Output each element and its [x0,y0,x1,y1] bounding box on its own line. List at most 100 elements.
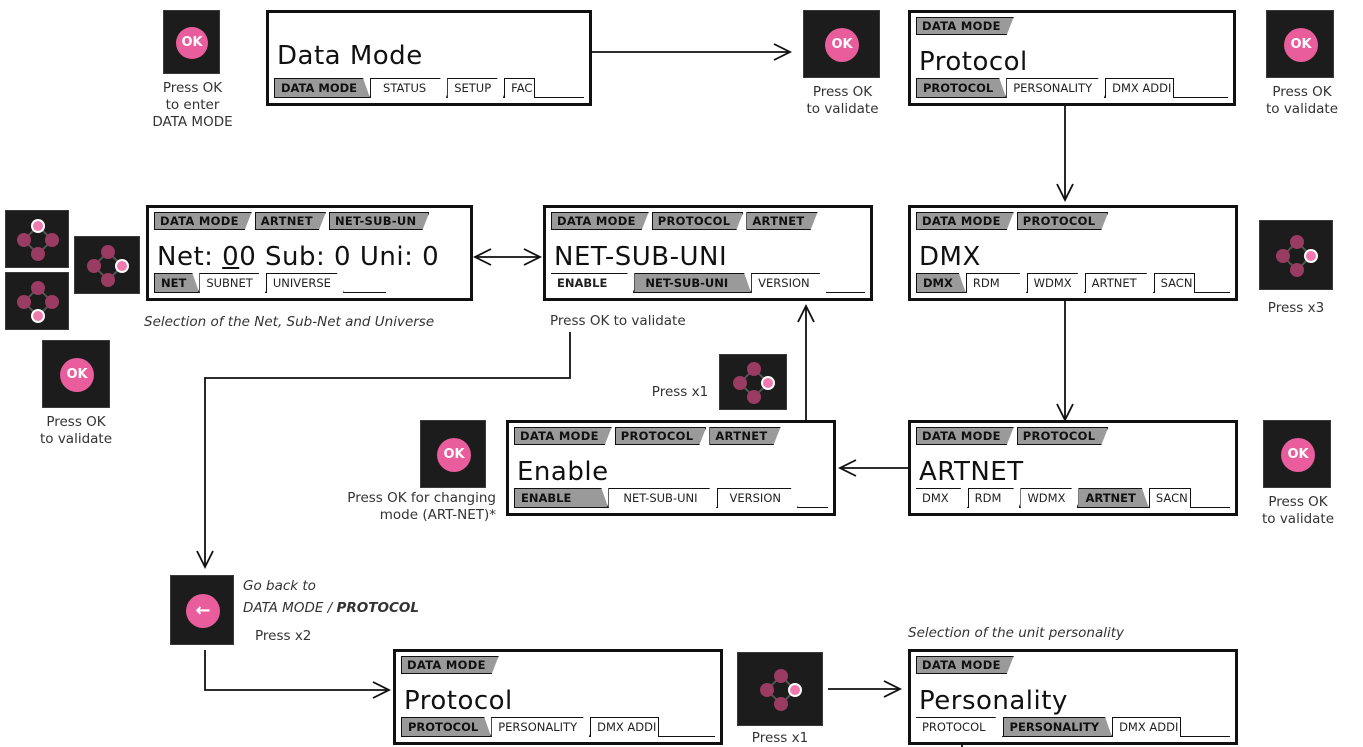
net-label: Net: [157,242,223,272]
tab-setup: SETUP [447,78,504,98]
screen-title: Personality [919,686,1068,716]
dpad-right-button-x3[interactable] [1259,220,1333,290]
breadcrumb: DATA MODE [401,656,499,674]
tab-rdm: RDM [966,273,1027,293]
crumb-protocol: PROTOCOL [615,427,707,445]
screen-title: Protocol [919,47,1028,77]
breadcrumb: DATA MODE [916,656,1014,674]
dpad-icon [756,665,806,715]
tab-status: STATUS [370,78,447,98]
tab-sacn: SACN [1148,488,1191,508]
label-changing-mode: Press OK for changing mode (ART-NET)* [347,490,496,523]
tab-fac: FAC [504,78,536,98]
crumb-data-mode: DATA MODE [916,17,1014,35]
crumb-data-mode: DATA MODE [551,212,649,230]
tab-artnet: ARTNET [1078,488,1148,508]
tab-universe: UNIVERSE [266,273,344,293]
crumb-data-mode: DATA MODE [401,656,499,674]
screen-title: Enable [517,457,609,487]
dpad-up-button[interactable] [5,210,69,268]
menu-tabs: ENABLE NET-SUB-UNI VERSION [551,273,865,293]
tab-protocol: PROTOCOL [401,717,491,737]
tab-dmx: DMX [916,273,966,293]
go-back-path: DATA MODE / [243,600,337,616]
ok-button-validate-2[interactable]: OK [1266,10,1334,78]
label-validate-2: Press OK to validate [1265,84,1339,117]
dpad-down-button[interactable] [5,272,69,330]
ok-button-icon: OK [1284,28,1318,62]
back-button[interactable]: ← [170,575,234,645]
menu-tabs: DATA MODE STATUS SETUP FAC [274,78,584,98]
go-back-target: PROTOCOL [336,600,419,616]
crumb-artnet: ARTNET [255,212,326,230]
crumb-data-mode: DATA MODE [154,212,252,230]
menu-tabs: DMX RDM WDMX ARTNET SACN [916,488,1230,508]
tab-net: NET [154,273,199,293]
dpad-right-button-x1[interactable] [719,354,787,410]
dpad-right-button-personality[interactable] [737,652,823,726]
menu-tabs: NET SUBNET UNIVERSE [154,273,386,293]
dpad-icon [13,215,63,265]
ok-button-icon: OK [60,358,94,392]
tab-enable: ENABLE [514,488,608,508]
ok-button-changing-mode[interactable]: OK [420,420,486,488]
tab-artnet: ARTNET [1085,273,1154,293]
ok-button-validate-1[interactable]: OK [803,10,880,78]
crumb-data-mode: DATA MODE [916,427,1014,445]
screen-net-sub-uni: DATA MODE PROTOCOL ARTNET NET-SUB-UNI EN… [543,205,873,301]
tab-net-sub-uni: NET-SUB-UNI [634,273,751,293]
tab-wdmx: WDMX [1027,273,1085,293]
tab-protocol: PROTOCOL [916,717,1003,737]
dpad-icon [13,277,63,327]
crumb-net-sub-un: NET-SUB-UN [329,212,430,230]
label-press-x2: Press x2 [255,628,312,644]
breadcrumb: DATA MODE [916,17,1014,35]
tab-dmx: DMX [916,488,968,508]
menu-tabs: PROTOCOL PERSONALITY DMX ADDI [916,78,1228,98]
dpad-icon [83,241,133,291]
tab-personality: PERSONALITY [491,717,590,737]
ok-button-enter[interactable]: OK [163,10,220,74]
screen-title: ARTNET [919,457,1024,487]
tab-personality: PERSONALITY [1006,78,1105,98]
crumb-data-mode: DATA MODE [916,656,1014,674]
tab-version: VERSION [751,273,826,293]
crumb-protocol: PROTOCOL [652,212,744,230]
label-validate-1: Press OK to validate [806,84,879,117]
menu-tabs: ENABLE NET-SUB-UNI VERSION [514,488,828,508]
screen-artnet: DATA MODE PROTOCOL ARTNET DMX RDM WDMX A… [908,420,1238,516]
ok-button-icon: OK [437,438,471,472]
tab-personality: PERSONALITY [1003,717,1113,737]
screen-protocol-return: DATA MODE Protocol PROTOCOL PERSONALITY … [393,649,723,745]
dpad-icon [1272,231,1322,281]
tab-enable: ENABLE [551,273,634,293]
screen-data-mode: Data Mode DATA MODE STATUS SETUP FAC [266,10,592,106]
tab-sacn: SACN [1153,273,1196,293]
dpad-right-button-net[interactable] [74,236,140,294]
ok-button-icon: OK [1281,438,1315,472]
ok-button-validate-3[interactable]: OK [42,340,110,408]
screen-title: Data Mode [277,41,423,71]
dpad-icon [729,358,779,408]
breadcrumb: DATA MODE PROTOCOL [916,212,1108,230]
caption-press-ok-validate: Press OK to validate [550,313,686,329]
crumb-artnet: ARTNET [746,212,817,230]
menu-tabs: PROTOCOL PERSONALITY DMX ADDI [401,717,715,737]
net-values: 0 Sub: 0 Uni: 0 [239,242,440,272]
ok-button-icon: OK [176,27,208,59]
tab-data-mode: DATA MODE [274,78,370,98]
tab-version: VERSION [717,488,798,508]
label-validate-4: Press OK to validate [1261,494,1335,527]
breadcrumb: DATA MODE PROTOCOL ARTNET [514,427,781,445]
caption-go-back-2: DATA MODE / PROTOCOL [243,600,419,617]
label-press-x1-a: Press x1 [651,384,709,400]
screen-title: Protocol [404,686,513,716]
screen-enable: DATA MODE PROTOCOL ARTNET Enable ENABLE … [506,420,836,516]
breadcrumb: DATA MODE ARTNET NET-SUB-UN [154,212,429,230]
ok-button-validate-4[interactable]: OK [1263,420,1331,488]
screen-title: NET-SUB-UNI [554,242,728,272]
screen-title: Net: 00 Sub: 0 Uni: 0 [157,242,439,272]
tab-dmx-addr: DMX ADDI [1112,717,1182,737]
crumb-protocol: PROTOCOL [1017,212,1109,230]
caption-selection-personality: Selection of the unit personality [908,625,1125,641]
